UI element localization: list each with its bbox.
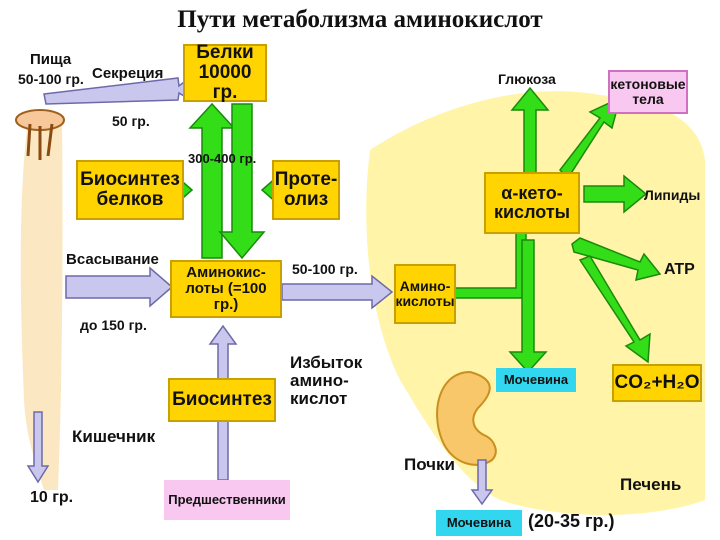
absorption-amount: до 150 гр. [80,317,147,333]
lavender-arrows [26,77,494,506]
biosynthesis-proteins-box: Биосинтез белков [76,160,184,220]
to-atp-arrow [571,237,662,282]
ketone-bodies-box: кетоновые тела [608,70,688,114]
secretion-amount: 50 гр. [112,113,150,129]
liver-aminoacids-box: Амино- кислоты [394,264,456,324]
transfer-amount: 50-100 гр. [292,261,358,277]
food-amount: 50-100 гр. [18,71,84,87]
secretion-label: Секреция [92,65,164,82]
proteolysis-down-arrow [218,103,266,260]
intestine-shape [20,120,63,490]
proteolysis-box: Проте- олиз [272,160,340,220]
absorption-label: Всасывание [66,251,159,268]
biosynthesis-box: Биосинтез [168,378,276,422]
transfer-arrow [281,274,394,310]
urine-amount: (20-35 гр.) [528,511,615,531]
atp-label: ATP [664,261,695,278]
to-lipids-arrow [583,174,648,214]
turnover-amount: 300-400 гр. [188,151,257,166]
secretion-marks [26,123,54,160]
to-co2-arrow [578,255,651,364]
fecal-amount: 10 гр. [30,489,74,506]
kidneys-label: Почки [404,455,456,474]
kidney-shape [436,370,497,466]
urine-arrow [470,459,494,506]
lipids-label: Липиды [644,187,701,203]
absorption-arrow [65,266,174,308]
to-urea-arrow [508,239,548,374]
glucose-label: Глюкоза [498,71,556,87]
urea-box: Мочевина [496,368,576,392]
aminoacids-pool-box: Аминокис- лоты (=100 гр.) [170,260,282,318]
intestine-label: Кишечник [72,427,156,446]
liver-label: Печень [620,475,682,494]
urine-urea-box: Мочевина [436,510,522,536]
co2-box: CO₂+H₂O [612,364,702,402]
precursors-box: Предшественники [164,480,290,520]
ketoacids-box: α-кето- кислоты [484,172,580,234]
fecal-arrow [26,411,50,484]
food-label: Пища [30,51,72,68]
page-title: Пути метаболизма аминокислот [177,6,543,33]
synthesis-up-arrow [188,102,236,259]
excess-label: Избыток амино- кислот [290,353,363,408]
proteins-box: Белки 10000 гр. [183,43,267,102]
